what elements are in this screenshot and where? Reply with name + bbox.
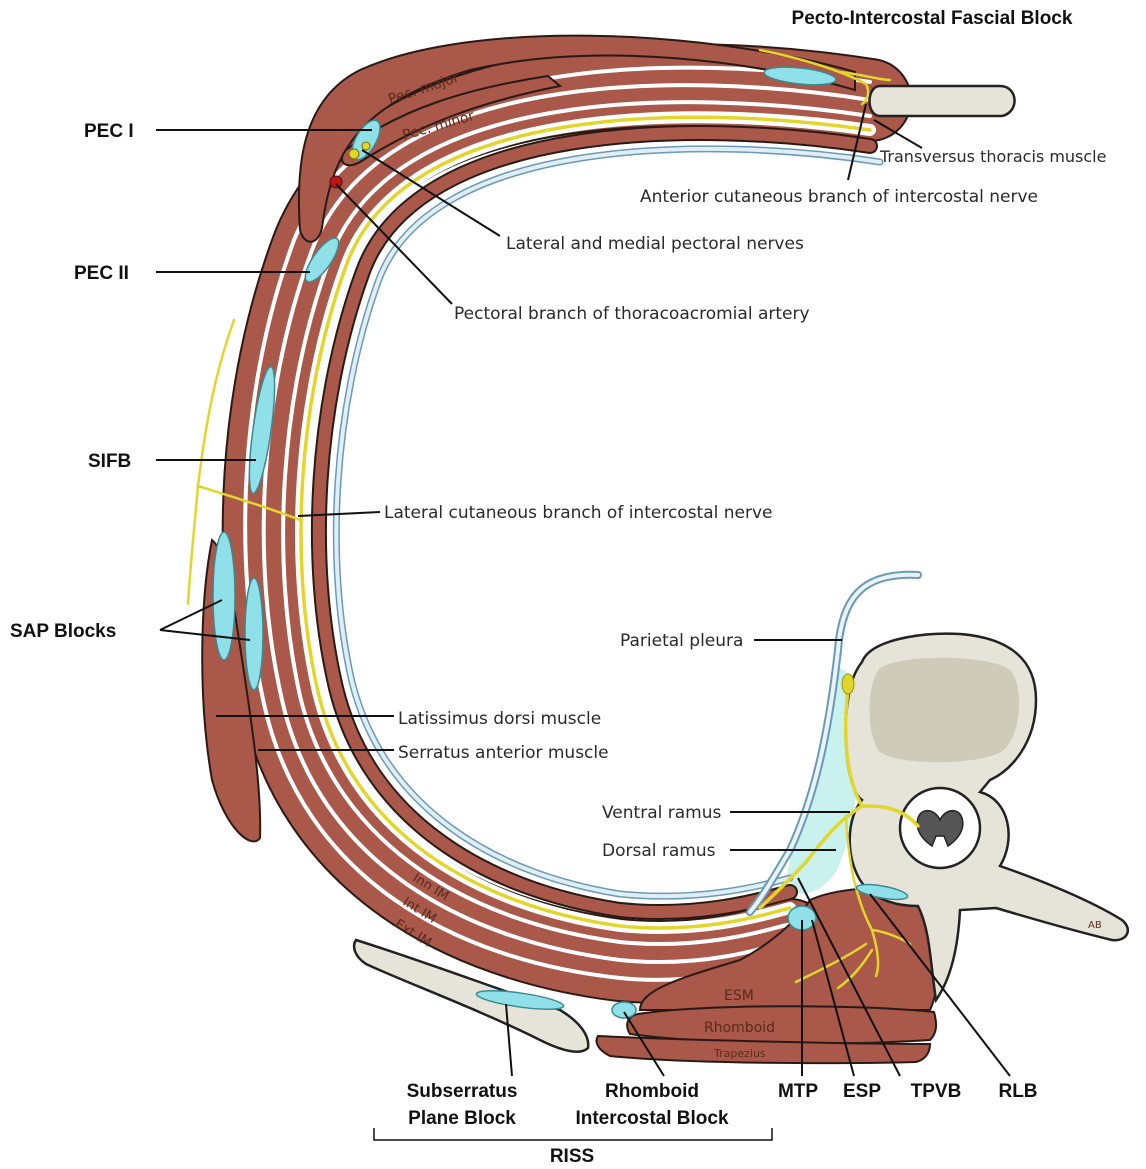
tpvb-label: TPVB	[911, 1081, 962, 1102]
sternum-bone	[870, 86, 1015, 116]
riss-label: RISS	[550, 1146, 594, 1167]
serratus-label: Serratus anterior muscle	[398, 743, 609, 763]
transversus-label: Transversus thoracis muscle	[879, 147, 1106, 166]
rhomboid-muscle	[627, 1006, 936, 1043]
pectoral-nerve-dot	[349, 149, 359, 159]
ab-label: AB	[1088, 920, 1102, 931]
anterior-cutaneous-label: Anterior cutaneous branch of intercostal…	[640, 187, 1038, 207]
ventral-ramus-label: Ventral ramus	[602, 803, 721, 823]
pec2-label: PEC II	[74, 263, 129, 284]
pectoral-artery-label: Pectoral branch of thoracoacromial arter…	[454, 304, 810, 324]
subserratus-label-2: Plane Block	[408, 1108, 516, 1129]
mtp-label: MTP	[778, 1081, 818, 1102]
thoracoacromial-artery-dot	[330, 176, 342, 188]
esm-label: ESM	[724, 988, 754, 1004]
pec1-label: PEC I	[84, 121, 134, 142]
lateral-cutaneous-label: Lateral cutaneous branch of intercostal …	[384, 503, 773, 523]
dorsal-ramus-label: Dorsal ramus	[602, 841, 716, 861]
rhomboid-label-1: Rhomboid	[605, 1081, 699, 1102]
title-label: Pecto-Intercostal Fascial Block	[792, 8, 1073, 29]
subserratus-label-1: Subserratus	[407, 1081, 518, 1102]
sap-label: SAP Blocks	[10, 621, 116, 642]
trapezius-label: Trapezius	[713, 1047, 766, 1060]
sifb-label: SIFB	[88, 451, 131, 472]
latissimus-label: Latissimus dorsi muscle	[398, 709, 601, 729]
parietal-pleura-label: Parietal pleura	[620, 631, 743, 651]
pectoral-nerves-label: Lateral and medial pectoral nerves	[506, 234, 804, 254]
rlb-label: RLB	[998, 1081, 1037, 1102]
esp-label: ESP	[843, 1081, 881, 1102]
rhomboid-label-2: Intercostal Block	[575, 1108, 729, 1129]
rhomboid-muscle-label: Rhomboid	[704, 1020, 775, 1036]
